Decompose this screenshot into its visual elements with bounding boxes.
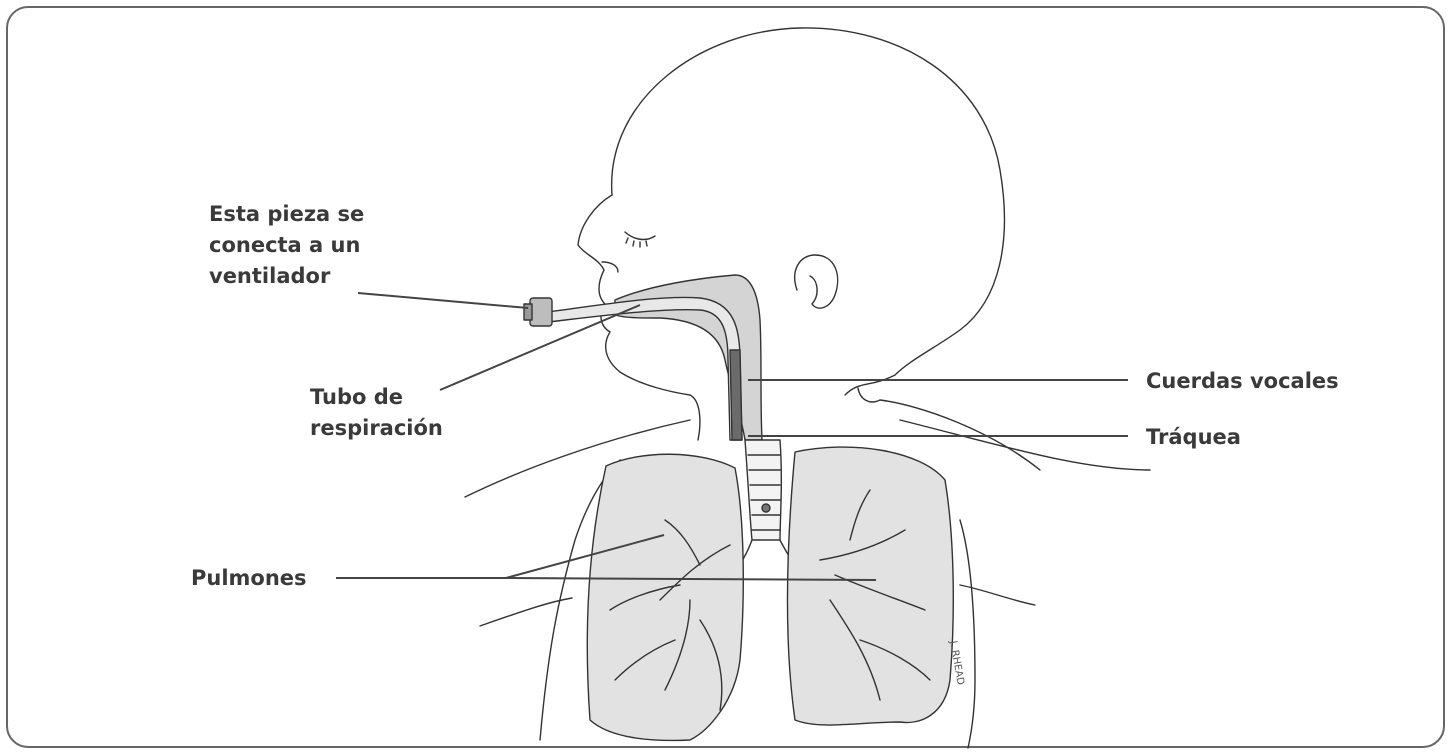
vocal-cords-label: Cuerdas vocales (1146, 366, 1339, 397)
ear (795, 255, 838, 308)
left-lung (587, 454, 743, 740)
trachea-label: Tráquea (1146, 422, 1241, 453)
breathing-tube-label: Tubo de respiración (310, 382, 480, 444)
head-outline (612, 28, 1005, 395)
ventilator-connector (530, 298, 552, 326)
ventilator-piece-label: Esta pieza se conecta a un ventilador (209, 199, 429, 292)
leader-ventilator (358, 293, 528, 308)
closed-eye (625, 232, 655, 239)
right-lung (788, 447, 954, 725)
lungs-label: Pulmones (191, 563, 307, 594)
